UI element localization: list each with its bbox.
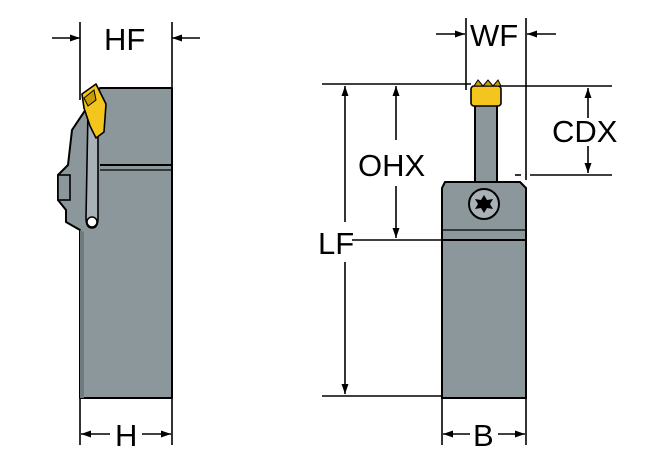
dimension-b: B	[441, 398, 527, 453]
dimension-ohx: OHX	[322, 83, 471, 241]
label-lf: LF	[318, 226, 354, 261]
label-ohx: OHX	[358, 148, 426, 183]
dimension-h: H	[79, 398, 173, 453]
torx-screw-recess	[475, 195, 493, 213]
dimension-wf: WF	[436, 18, 556, 180]
label-hf: HF	[104, 22, 145, 57]
side-view-insert-edge	[83, 89, 97, 107]
label-wf: WF	[470, 18, 518, 53]
front-view-shank	[441, 239, 527, 399]
label-b: B	[473, 418, 494, 453]
label-cdx: CDX	[552, 114, 618, 149]
side-view-body	[57, 87, 173, 399]
side-view-flank	[80, 230, 84, 398]
front-view-insert-tooth	[473, 79, 502, 87]
dimension-hf: HF	[52, 22, 200, 100]
dimension-cdx: CDX	[501, 85, 618, 176]
side-view-clamp-hole	[86, 216, 98, 228]
side-view-boss	[57, 174, 71, 201]
dimension-lf: LF	[318, 86, 442, 397]
front-view-insert	[470, 85, 502, 107]
front-view	[441, 79, 527, 399]
label-h: H	[115, 418, 137, 453]
side-view	[57, 83, 173, 399]
front-view-neck	[474, 101, 498, 183]
